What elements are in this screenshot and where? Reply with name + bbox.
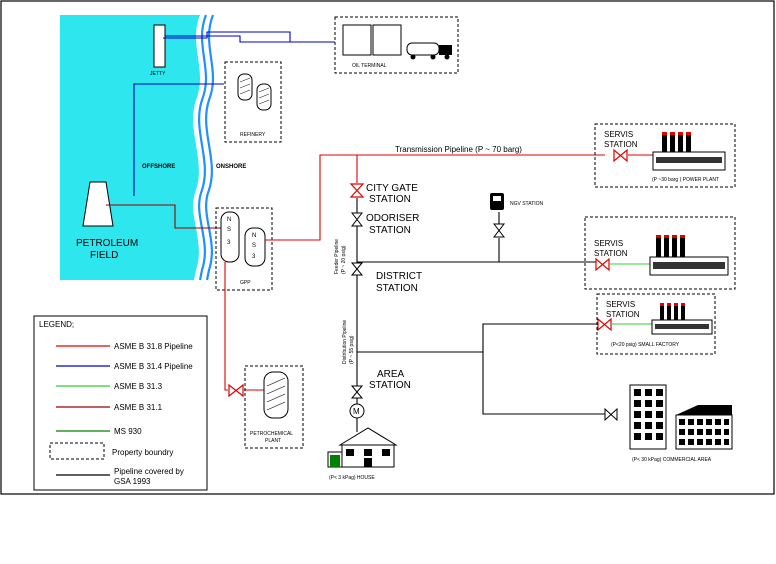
legend-label-asme-318: ASME B 31.8 Pipeline — [114, 342, 193, 351]
industry-plant-icon — [649, 235, 729, 276]
petrochemical-label-1: PETROCHEMICAL — [250, 431, 293, 437]
blue-pipelines — [133, 31, 335, 196]
petroleum-platform — [82, 181, 114, 227]
gpp-tank2-n: N — [252, 233, 256, 239]
commercial-building-icon — [675, 405, 733, 450]
gpp-tank1-3: 3 — [227, 240, 231, 246]
tanker-truck-icon — [406, 42, 452, 60]
oil-tank-1 — [342, 24, 372, 56]
valve-area — [350, 385, 364, 399]
area-label-1: AREA — [377, 369, 405, 380]
fuel-pump-icon — [490, 193, 504, 210]
gas-meter — [349, 403, 365, 419]
pipe-jetty-refinery — [163, 31, 291, 42]
legend-label-covered-1: Pipeline covered by — [114, 467, 184, 476]
legend-label-ms930: MS 930 — [114, 427, 142, 436]
pipe-distribution-horizontal — [357, 323, 597, 353]
legend: LEGEND; ASME B 31.8 Pipeline ASME B 31.4… — [33, 315, 208, 491]
factory-servis-label: SERVIS — [606, 300, 635, 309]
valve-small-factory — [597, 317, 612, 332]
industry-servis-label: SERVIS — [594, 239, 623, 248]
valve-petrochemical — [228, 383, 244, 398]
power-plant-servis-label: SERVIS — [604, 130, 633, 139]
black-pipelines — [356, 198, 605, 432]
pipe-field-refinery — [133, 83, 224, 196]
industry-boundary — [584, 216, 736, 290]
jetty-structure — [153, 24, 166, 68]
small-factory-label: (P<20 psig) SMALL FACTORY — [611, 342, 680, 348]
refinery-label: REFINERY — [240, 132, 266, 138]
oil-terminal-label: OIL TERMINAL — [352, 63, 387, 69]
feeder-label-1: Feeder Pipeline — [334, 239, 340, 274]
offshore-label: OFFSHORE — [142, 164, 175, 170]
power-plant-boundary — [594, 123, 736, 188]
petrochemical-vessel — [263, 371, 289, 419]
meter-label: M — [353, 407, 360, 416]
gpp-tank2-3: 3 — [252, 254, 256, 260]
factory-station-label: STATION — [606, 310, 640, 319]
legend-label-asme-314: ASME B 31.4 Pipeline — [114, 362, 193, 371]
oil-terminal-boundary — [334, 16, 459, 74]
pipe-jetty-terminal — [165, 35, 335, 43]
power-plant-station-label: STATION — [604, 140, 638, 149]
gpp-label: GPP — [240, 280, 251, 286]
distribution-label-2: (P ~ 55 psig) — [349, 335, 355, 364]
valve-power-plant — [613, 148, 628, 163]
pipe-field-gpp — [106, 204, 233, 229]
office-tower-icon — [629, 384, 667, 450]
gpp-boundary — [215, 207, 273, 291]
red-pipelines — [224, 154, 653, 391]
jetty-label: JETTY — [150, 71, 166, 77]
district-label-2: STATION — [376, 283, 418, 294]
refinery-vessels — [237, 73, 272, 111]
distribution-label-1: Distribution Pipeline — [342, 320, 348, 364]
power-plant-icon — [652, 132, 726, 171]
legend-label-property: Property boundry — [112, 448, 173, 457]
city-gate-label-2: STATION — [369, 194, 411, 205]
valve-district — [350, 262, 364, 276]
legend-box — [33, 315, 208, 491]
gpp-tank2-s: S — [252, 243, 256, 249]
odoriser-label-2: STATION — [369, 225, 411, 236]
ngv-station-label: NGV STATION — [510, 201, 544, 207]
refinery-boundary — [224, 61, 282, 143]
gpp-vessels — [220, 211, 266, 267]
industry-station-label: STATION — [594, 249, 628, 258]
valve-odoriser — [350, 212, 364, 227]
house-label: (P< 3 kPag) HOUSE — [329, 475, 375, 481]
small-factory-icon — [651, 303, 713, 335]
area-label-2: STATION — [369, 380, 411, 391]
pipe-gpp-transmission — [265, 154, 605, 241]
transmission-label: Transmission Pipeline (P ~ 70 barg) — [395, 145, 522, 154]
house-icon — [327, 427, 398, 468]
valve-commercial — [604, 407, 618, 422]
legend-label-asme-313: ASME B 31.3 — [114, 382, 163, 391]
city-gate-label-1: CITY GATE — [366, 183, 418, 194]
petroleum-field-label-2: FIELD — [90, 250, 118, 261]
coastline-outer — [205, 14, 215, 281]
valve-industry — [595, 257, 610, 272]
petroleum-field-label-1: PETROLEUM — [76, 238, 138, 249]
valve-city-gate — [349, 183, 365, 198]
valve-ngv — [492, 223, 506, 238]
odoriser-label-1: ODORISER — [366, 213, 419, 224]
feeder-label-2: (P ~ 20 psig) — [341, 245, 347, 274]
gpp-tank1-s: S — [227, 227, 231, 233]
legend-label-asme-311: ASME B 31.1 — [114, 403, 163, 412]
legend-label-covered-2: GSA 1993 — [114, 477, 151, 486]
pipe-gpp-petrochemical — [224, 262, 228, 391]
power-plant-label: (P ~30 barg ) POWER PLANT — [652, 177, 719, 183]
oil-tank-2 — [372, 24, 402, 56]
gpp-tank1-n: N — [227, 217, 231, 223]
legend-title: LEGEND; — [39, 320, 74, 329]
legend-swatch-property — [49, 442, 105, 460]
petrochemical-label-2: PLANT — [265, 438, 281, 444]
district-label-1: DISTRICT — [376, 271, 422, 282]
small-factory-boundary — [596, 293, 716, 355]
onshore-label: ONSHORE — [216, 164, 246, 170]
coastline-inner — [198, 14, 208, 281]
pipe-commercial — [482, 352, 605, 415]
commercial-area-label: (P< 30 kPag) COMMERCIAL AREA — [632, 457, 712, 463]
